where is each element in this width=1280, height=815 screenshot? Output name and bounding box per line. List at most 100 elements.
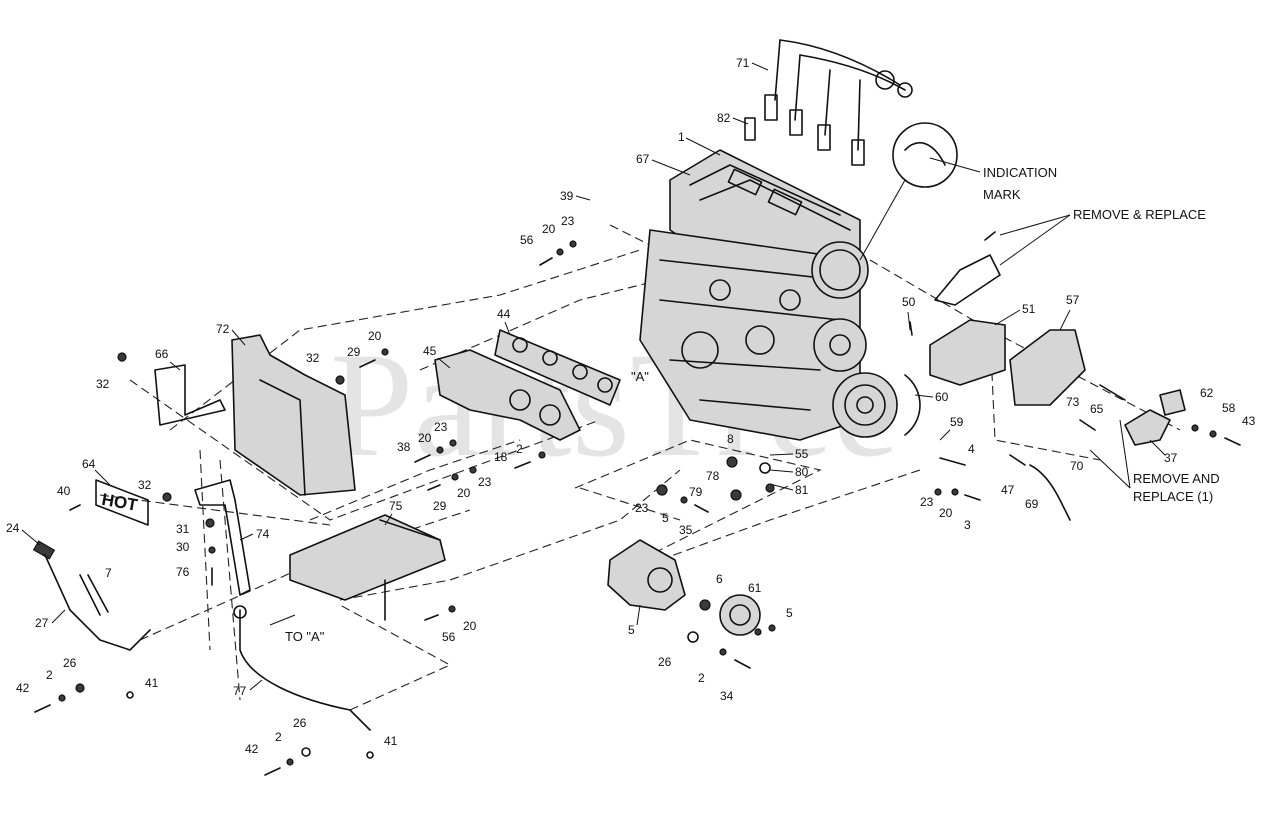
callout-41-a: 41 <box>145 676 159 690</box>
callout-73: 73 <box>1066 395 1080 409</box>
callout-80: 80 <box>795 465 809 479</box>
callout-8: 8 <box>727 432 734 446</box>
callout-55: 55 <box>795 447 809 461</box>
callout-24: 24 <box>6 521 20 535</box>
callout-45: 45 <box>423 344 437 358</box>
callout-18: 18 <box>494 450 508 464</box>
remove-and-replace-label-1: REMOVE AND <box>1133 471 1220 486</box>
callout-65: 65 <box>1090 402 1104 416</box>
hot-label-text: HOT <box>100 490 139 515</box>
callout-44: 44 <box>497 307 511 321</box>
callout-47: 47 <box>1001 483 1015 497</box>
callout-82: 82 <box>717 111 731 125</box>
callout-26-a: 26 <box>658 655 672 669</box>
callout-56-a: 56 <box>520 233 534 247</box>
exhaust-manifold <box>434 329 621 441</box>
remove-replace-label: REMOVE & REPLACE <box>1073 207 1206 222</box>
callout-32-c: 32 <box>138 478 152 492</box>
callout-41-b: 41 <box>384 734 398 748</box>
callout-50: 50 <box>902 295 916 309</box>
callout-3: 3 <box>964 518 971 532</box>
callout-32-a: 32 <box>96 377 110 391</box>
callout-20-e: 20 <box>939 506 953 520</box>
callout-7: 7 <box>105 566 112 580</box>
callout-77: 77 <box>233 684 247 698</box>
callout-79: 79 <box>689 485 703 499</box>
callout-29-a: 29 <box>347 345 361 359</box>
callout-43: 43 <box>1242 414 1256 428</box>
callout-23-d: 23 <box>635 501 649 515</box>
callout-37: 37 <box>1164 451 1178 465</box>
callout-2-c: 2 <box>46 668 53 682</box>
callout-1: 1 <box>678 130 685 144</box>
callout-51: 51 <box>1022 302 1036 316</box>
callout-23-b: 23 <box>434 420 448 434</box>
callout-75: 75 <box>389 499 403 513</box>
callout-23-e: 23 <box>920 495 934 509</box>
callout-34: 34 <box>720 689 734 703</box>
callout-2-a: 2 <box>516 442 523 456</box>
callout-57: 57 <box>1066 293 1080 307</box>
heat-shield <box>154 334 356 496</box>
callout-27: 27 <box>35 616 49 630</box>
callout-64: 64 <box>82 457 96 471</box>
callout-2-d: 2 <box>275 730 282 744</box>
indication-mark-label-2: MARK <box>983 187 1021 202</box>
callout-42-b: 42 <box>245 742 259 756</box>
callout-labels: 71 82 1 67 39 20 23 56 50 51 57 44 72 66… <box>6 56 1256 756</box>
callout-62: 62 <box>1200 386 1214 400</box>
callout-32-b: 32 <box>306 351 320 365</box>
remove-and-replace-label-2: REPLACE (1) <box>1133 489 1213 504</box>
callout-35: 35 <box>679 523 693 537</box>
callout-29-b: 29 <box>433 499 447 513</box>
callout-4: 4 <box>968 442 975 456</box>
spark-plug-wires <box>744 39 913 166</box>
to-a-label: TO "A" <box>285 629 325 644</box>
engine-block <box>639 149 921 441</box>
timing-components <box>929 254 1186 521</box>
callout-72: 72 <box>216 322 230 336</box>
fasteners <box>34 231 1241 776</box>
callout-5-a: 5 <box>662 511 669 525</box>
callout-38: 38 <box>397 440 411 454</box>
callout-71: 71 <box>736 56 750 70</box>
callout-74: 74 <box>256 527 270 541</box>
callout-20-c: 20 <box>418 431 432 445</box>
callout-2-b: 2 <box>698 671 705 685</box>
callout-70: 70 <box>1070 459 1084 473</box>
callout-5-c: 5 <box>786 606 793 620</box>
callout-40: 40 <box>57 484 71 498</box>
callout-26-b: 26 <box>63 656 77 670</box>
callout-81: 81 <box>795 483 809 497</box>
callout-26-c: 26 <box>293 716 307 730</box>
callout-66: 66 <box>155 347 169 361</box>
alternator <box>607 539 761 636</box>
ref-a-label: "A" <box>631 369 649 384</box>
callout-23-a: 23 <box>561 214 575 228</box>
callout-6: 6 <box>716 572 723 586</box>
callout-59: 59 <box>950 415 964 429</box>
callout-31: 31 <box>176 522 190 536</box>
callout-20-d: 20 <box>457 486 471 500</box>
callout-20-f: 20 <box>463 619 477 633</box>
callout-39: 39 <box>560 189 574 203</box>
callout-30: 30 <box>176 540 190 554</box>
callout-67: 67 <box>636 152 650 166</box>
callout-60: 60 <box>935 390 949 404</box>
callout-76: 76 <box>176 565 190 579</box>
indication-mark-label-1: INDICATION <box>983 165 1057 180</box>
brackets <box>194 479 446 621</box>
callout-5-b: 5 <box>628 623 635 637</box>
indication-detail <box>859 122 981 261</box>
callout-42-a: 42 <box>16 681 30 695</box>
callout-61: 61 <box>748 581 762 595</box>
callout-78: 78 <box>706 469 720 483</box>
assembly-guides <box>99 224 1181 711</box>
callout-23-c: 23 <box>478 475 492 489</box>
callout-69: 69 <box>1025 497 1039 511</box>
dipstick <box>32 540 371 731</box>
callout-20-b: 20 <box>368 329 382 343</box>
callout-56-b: 56 <box>442 630 456 644</box>
